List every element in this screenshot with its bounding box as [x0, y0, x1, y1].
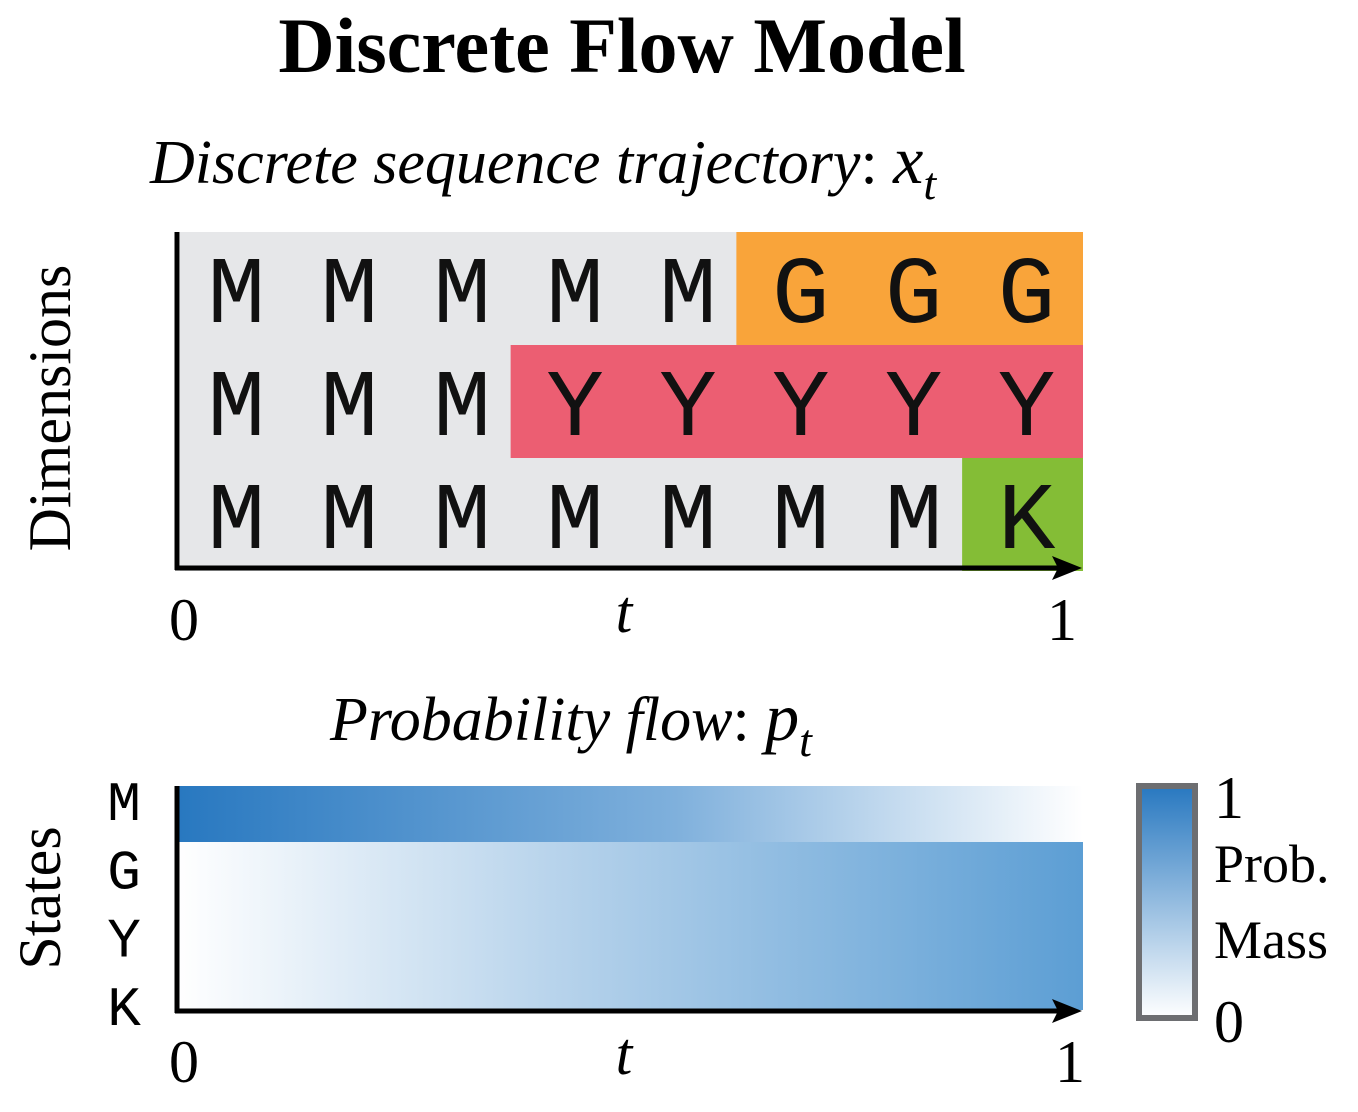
trajectory-heading: Discrete sequence trajectory: xt: [149, 122, 937, 209]
trajectory-token: G: [772, 242, 830, 351]
trajectory-token: M: [208, 355, 266, 464]
trajectory-state-block-g: [736, 232, 1083, 345]
trajectory-token: M: [546, 242, 604, 351]
trajectory-token: M: [885, 468, 943, 577]
probability-band-m: [177, 786, 1083, 842]
trajectory-token: M: [659, 242, 717, 351]
trajectory-token: Y: [546, 355, 604, 464]
trajectory-token: Y: [772, 355, 830, 464]
trajectory-symbol: x: [892, 122, 923, 198]
trajectory-grid: [180, 232, 1083, 571]
trajectory-token: M: [208, 242, 266, 351]
trajectory-token: M: [321, 355, 379, 464]
trajectory-heading-label: Discrete sequence trajectory: [149, 129, 861, 197]
trajectory-token: M: [321, 242, 379, 351]
trajectory-token: M: [772, 468, 830, 577]
trajectory-token: M: [321, 468, 379, 577]
trajectory-token: M: [208, 468, 266, 577]
state-label-g: G: [107, 841, 141, 905]
state-label-y: Y: [107, 910, 141, 974]
trajectory-y-axis-label: Dimensions: [17, 265, 83, 552]
trajectory-token: Y: [659, 355, 717, 464]
trajectory-state-block-y: [510, 345, 1083, 458]
trajectory-token: M: [433, 355, 491, 464]
probability-x-max-label: 1: [1055, 1029, 1085, 1095]
probability-x-arrowhead: [1052, 999, 1082, 1023]
trajectory-token: M: [659, 468, 717, 577]
trajectory-state-block-k: [962, 458, 1083, 571]
trajectory-token: G: [885, 242, 943, 351]
trajectory-token: Y: [885, 355, 943, 464]
trajectory-x-axis-label: t: [616, 579, 634, 645]
colorbar-label-line1: Prob.: [1214, 834, 1330, 894]
trajectory-token: M: [546, 468, 604, 577]
colorbar-min-label: 0: [1214, 989, 1244, 1055]
probability-y-axis-label: States: [7, 826, 73, 969]
trajectory-token: M: [433, 468, 491, 577]
probability-x-min-label: 0: [169, 1029, 199, 1095]
colorbar: [1136, 783, 1198, 1021]
probability-heading-label: Probability flow: [329, 686, 732, 754]
state-label-m: M: [107, 773, 141, 837]
trajectory-heading-colon: :: [860, 129, 893, 197]
trajectory-x-min-label: 0: [169, 587, 199, 653]
trajectory-token: M: [433, 242, 491, 351]
trajectory-token: G: [998, 242, 1056, 351]
state-label-k: K: [107, 978, 141, 1042]
figure-title: Discrete Flow Model: [278, 2, 965, 89]
trajectory-subscript: t: [923, 158, 937, 209]
probability-band-rest: [177, 842, 1083, 1010]
probability-heading-colon: :: [732, 686, 765, 754]
colorbar-max-label: 1: [1214, 765, 1244, 831]
trajectory-x-arrowhead: [1052, 556, 1082, 580]
probability-subscript: t: [799, 715, 813, 766]
trajectory-x-max-label: 1: [1047, 587, 1077, 653]
trajectory-token: Y: [998, 355, 1056, 464]
colorbar-label-line2: Mass: [1214, 910, 1328, 970]
probability-x-axis-label: t: [616, 1021, 634, 1087]
trajectory-token: K: [998, 468, 1056, 577]
probability-heading: Probability flow: pt: [329, 679, 813, 766]
probability-symbol: p: [761, 679, 799, 755]
